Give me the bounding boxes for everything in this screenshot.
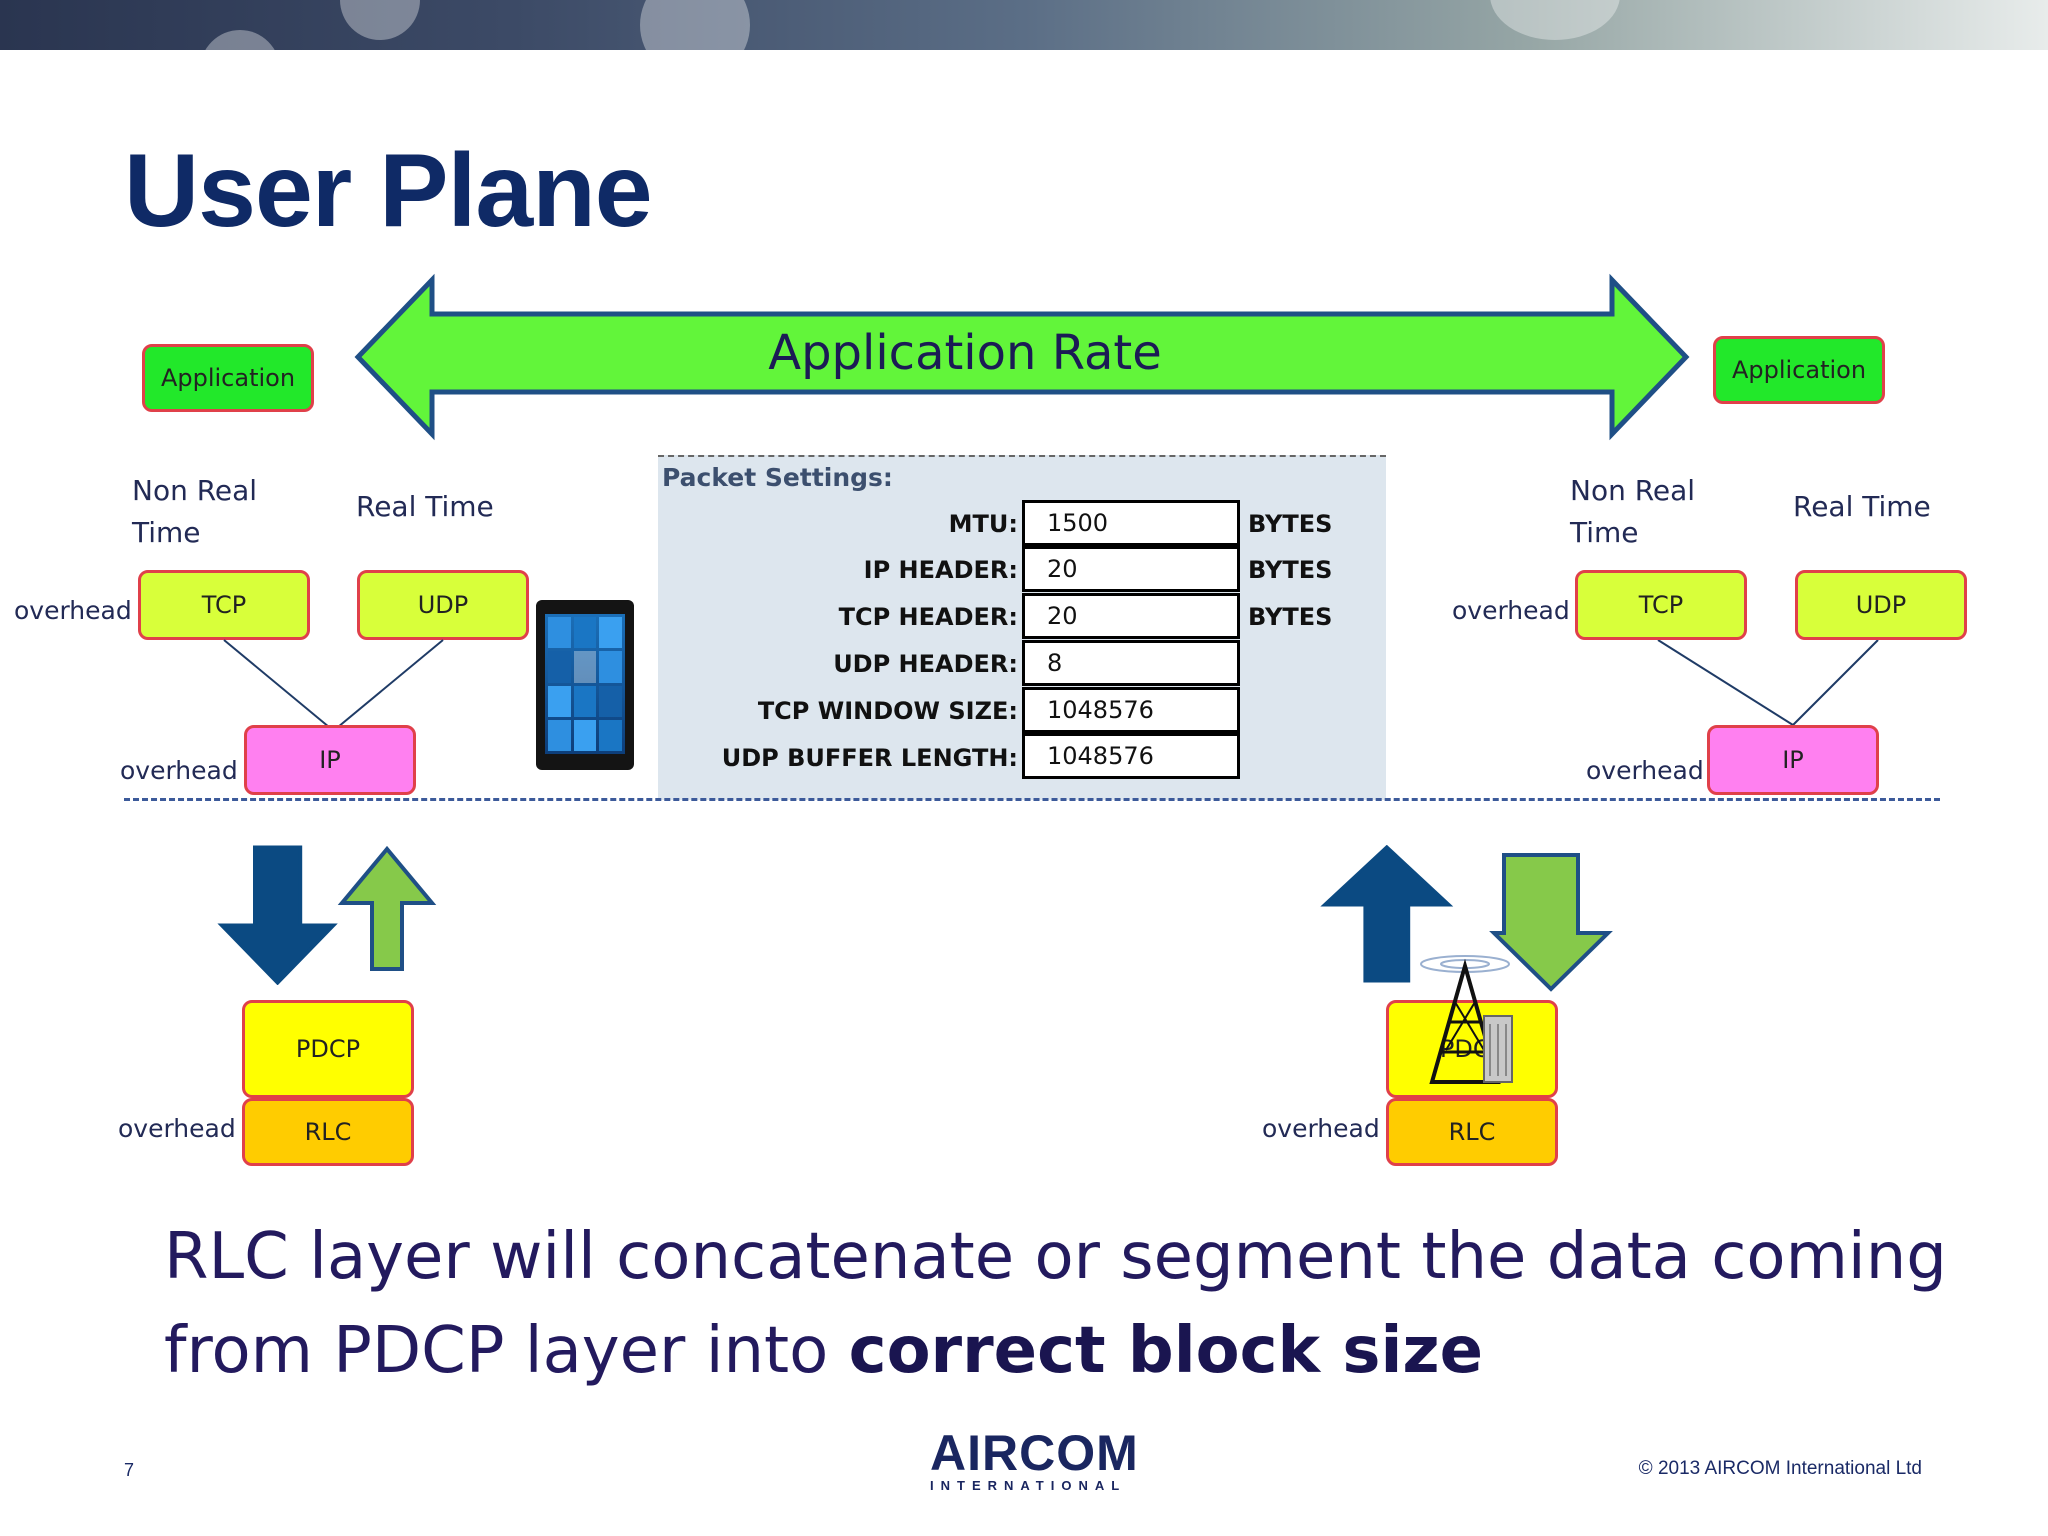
- slide-title: User Plane: [124, 133, 653, 249]
- tcp-window-size-field[interactable]: 1048576: [1022, 687, 1240, 733]
- body-line-1: RLC layer will concatenate or segment th…: [164, 1220, 1947, 1294]
- udp-header-label: UDP HEADER:: [833, 650, 1018, 678]
- udp-header-field[interactable]: 8: [1022, 640, 1240, 686]
- right-tcp-box: TCP: [1575, 570, 1747, 640]
- ip-header-unit: BYTES: [1248, 556, 1333, 584]
- ip-header-field[interactable]: 20: [1022, 546, 1240, 592]
- tcp-header-field[interactable]: 20: [1022, 593, 1240, 639]
- aircom-logo: AIRCOM INTERNATIONAL: [930, 1425, 1139, 1493]
- copyright-text: © 2013 AIRCOM International Ltd: [1638, 1458, 1922, 1479]
- left-tcp-overhead-label: overhead: [14, 596, 132, 625]
- right-application-box: Application: [1713, 336, 1885, 404]
- left-real-time-label: Real Time: [356, 490, 494, 523]
- right-real-time-label: Real Time: [1793, 490, 1931, 523]
- left-udp-box: UDP: [357, 570, 529, 640]
- left-application-box: Application: [142, 344, 314, 412]
- left-ip-box: IP: [244, 725, 416, 795]
- application-rate-arrow: [354, 273, 1690, 441]
- ip-header-label: IP HEADER:: [863, 556, 1018, 584]
- right-tcp-overhead-label: overhead: [1452, 596, 1570, 625]
- left-pdcp-box: PDCP: [242, 1000, 414, 1098]
- tcp-header-unit: BYTES: [1248, 603, 1333, 631]
- slide-number: 7: [124, 1460, 135, 1480]
- top-banner: [0, 0, 2048, 50]
- mtu-unit: BYTES: [1248, 510, 1333, 538]
- body-line-2: from PDCP layer into correct block size: [164, 1314, 1484, 1388]
- layer-separator-line: [124, 798, 1940, 801]
- mtu-field[interactable]: 1500: [1022, 500, 1240, 546]
- mtu-label: MTU:: [948, 510, 1018, 538]
- phone-icon: [536, 600, 634, 770]
- left-tcp-box: TCP: [138, 570, 310, 640]
- right-updown-arrows: [1320, 845, 1613, 992]
- packet-settings-title: Packet Settings:: [662, 463, 893, 492]
- application-rate-label: Application Rate: [768, 325, 1162, 381]
- left-updown-arrows: [217, 845, 437, 985]
- udp-buffer-length-field[interactable]: 1048576: [1022, 733, 1240, 779]
- cell-tower-icon: [1420, 955, 1513, 1084]
- right-ip-box: IP: [1707, 725, 1879, 795]
- udp-buffer-length-label: UDP BUFFER LENGTH:: [721, 744, 1018, 772]
- left-ip-overhead-label: overhead: [120, 756, 238, 785]
- body-text: RLC layer will concatenate or segment th…: [164, 1210, 2004, 1398]
- right-rlc-box: RLC: [1386, 1098, 1558, 1166]
- left-protocol-links: [223, 639, 1879, 733]
- tcp-window-size-label: TCP WINDOW SIZE:: [757, 697, 1018, 725]
- left-rlc-overhead-label: overhead: [118, 1114, 236, 1143]
- tcp-header-label: TCP HEADER:: [838, 603, 1018, 631]
- left-rlc-box: RLC: [242, 1098, 414, 1166]
- packet-settings-labels: MTU: IP HEADER: TCP HEADER: UDP HEADER: …: [700, 500, 1018, 800]
- right-udp-box: UDP: [1795, 570, 1967, 640]
- right-ip-overhead-label: overhead: [1586, 756, 1704, 785]
- right-rlc-overhead-label: overhead: [1262, 1114, 1380, 1143]
